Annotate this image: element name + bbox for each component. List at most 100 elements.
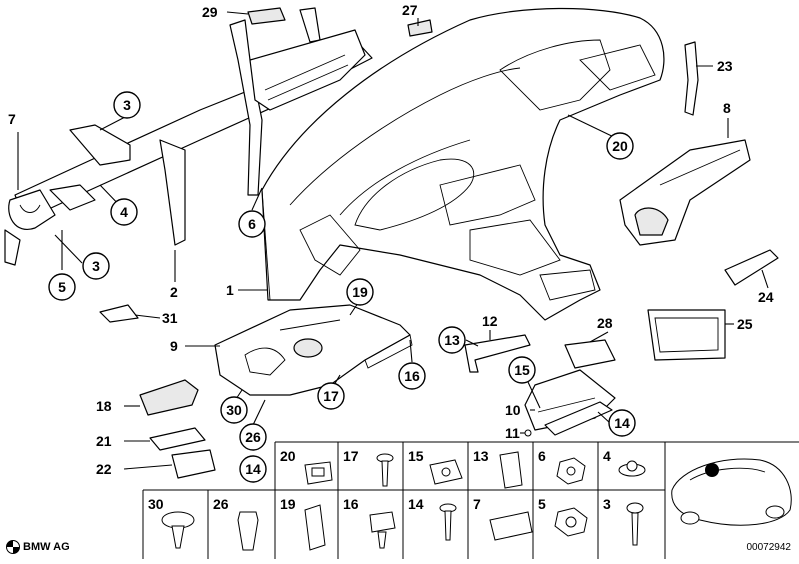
callout-17: 17	[317, 382, 345, 410]
car-location-thumbnail	[671, 458, 792, 526]
callout-16: 16	[398, 362, 426, 390]
svg-text:6: 6	[538, 448, 546, 464]
bracket-19	[304, 504, 326, 551]
glovebox	[524, 369, 616, 437]
svg-text:19: 19	[352, 284, 368, 300]
callout-3-top: 3	[113, 91, 141, 119]
clamp-7	[489, 511, 533, 541]
bolt-3	[626, 502, 644, 546]
svg-text:30: 30	[226, 402, 242, 418]
cage-nut-4	[618, 460, 646, 477]
brand-text: BMW AG	[23, 541, 70, 553]
pad	[564, 339, 616, 369]
brand-logo: BMW AG	[6, 540, 70, 554]
svg-text:15: 15	[408, 448, 424, 464]
svg-text:13: 13	[473, 448, 489, 464]
callout-14-right: 14	[608, 409, 636, 437]
svg-text:16: 16	[404, 368, 420, 384]
callout-5: 5	[48, 273, 76, 301]
clip-26	[237, 511, 259, 551]
svg-text:4: 4	[603, 448, 611, 464]
svg-text:16: 16	[343, 496, 359, 512]
dashboard-panel	[261, 7, 665, 321]
callout-27: 27	[402, 2, 418, 18]
clip-16	[369, 511, 396, 549]
clip-nut-20	[304, 461, 333, 485]
document-number: 00072942	[746, 542, 792, 553]
a-pillar-trim	[684, 41, 699, 116]
expanding-rivet-30	[161, 511, 195, 549]
svg-text:20: 20	[280, 448, 296, 464]
callout-4: 4	[110, 198, 138, 226]
callout-11: 11	[505, 425, 520, 441]
callout-3-bottom: 3	[82, 252, 110, 280]
svg-text:6: 6	[248, 216, 256, 232]
callout-6: 6	[238, 210, 266, 238]
callout-12: 12	[482, 313, 498, 329]
callout-23: 23	[717, 58, 733, 74]
svg-text:17: 17	[323, 388, 339, 404]
fastener-grid: 20 17 15 13 6 4 30 26 19 16 14 7 5 3	[142, 441, 799, 559]
location-dot-icon	[705, 463, 719, 477]
callout-28: 28	[597, 315, 613, 331]
bracket-31	[99, 304, 139, 323]
callout-29: 29	[202, 4, 218, 20]
svg-text:3: 3	[603, 496, 611, 512]
bmw-logo-icon	[6, 540, 20, 554]
svg-text:3: 3	[123, 97, 131, 113]
svg-text:17: 17	[343, 448, 359, 464]
svg-text:15: 15	[514, 362, 530, 378]
storage-tray	[647, 309, 726, 361]
callout-30: 30	[220, 396, 248, 424]
svg-text:26: 26	[245, 429, 261, 445]
clip-22	[171, 449, 216, 479]
callout-1: 1	[226, 282, 234, 298]
clip-13	[499, 451, 523, 489]
svg-text:7: 7	[473, 496, 481, 512]
trim-strip	[724, 249, 779, 286]
callout-24: 24	[758, 289, 774, 305]
callout-31: 31	[162, 310, 178, 326]
callout-20: 20	[606, 132, 634, 160]
svg-text:19: 19	[280, 496, 296, 512]
switch-block	[139, 379, 199, 416]
svg-text:30: 30	[148, 496, 164, 512]
callout-19: 19	[346, 278, 374, 306]
side-panel-right	[619, 139, 751, 246]
screw-14	[439, 503, 457, 541]
screw-17	[376, 453, 394, 487]
callout-7: 7	[8, 111, 16, 127]
callout-2: 2	[170, 284, 178, 300]
callout-21: 21	[96, 433, 112, 449]
callout-8: 8	[723, 100, 731, 116]
knee-trim-panel	[214, 304, 413, 396]
bracket-12	[464, 334, 531, 373]
svg-text:3: 3	[92, 258, 100, 274]
svg-text:5: 5	[58, 279, 66, 295]
callout-14-left: 14	[239, 455, 267, 483]
spring-nut-15	[429, 459, 463, 485]
svg-text:20: 20	[612, 138, 628, 154]
svg-text:13: 13	[444, 332, 460, 348]
callout-18: 18	[96, 398, 112, 414]
svg-text:26: 26	[213, 496, 229, 512]
nut-5	[554, 507, 588, 537]
svg-text:14: 14	[245, 461, 261, 477]
svg-text:14: 14	[614, 415, 630, 431]
label-27	[407, 19, 433, 37]
callouts: 29 27 23 8 7 2 1 31 9 12 28 25 24 18 21 …	[8, 2, 774, 483]
callout-25: 25	[737, 316, 753, 332]
nut-6	[556, 457, 586, 485]
callout-26: 26	[239, 423, 267, 451]
cover-21	[149, 427, 206, 451]
pad-29	[247, 7, 286, 25]
callout-22: 22	[96, 461, 112, 477]
svg-text:5: 5	[538, 496, 546, 512]
callout-13: 13	[438, 326, 466, 354]
callout-15: 15	[508, 356, 536, 384]
callout-10: 10	[505, 402, 521, 418]
svg-text:14: 14	[408, 496, 424, 512]
callout-9: 9	[170, 338, 178, 354]
cross-beam	[4, 7, 373, 266]
